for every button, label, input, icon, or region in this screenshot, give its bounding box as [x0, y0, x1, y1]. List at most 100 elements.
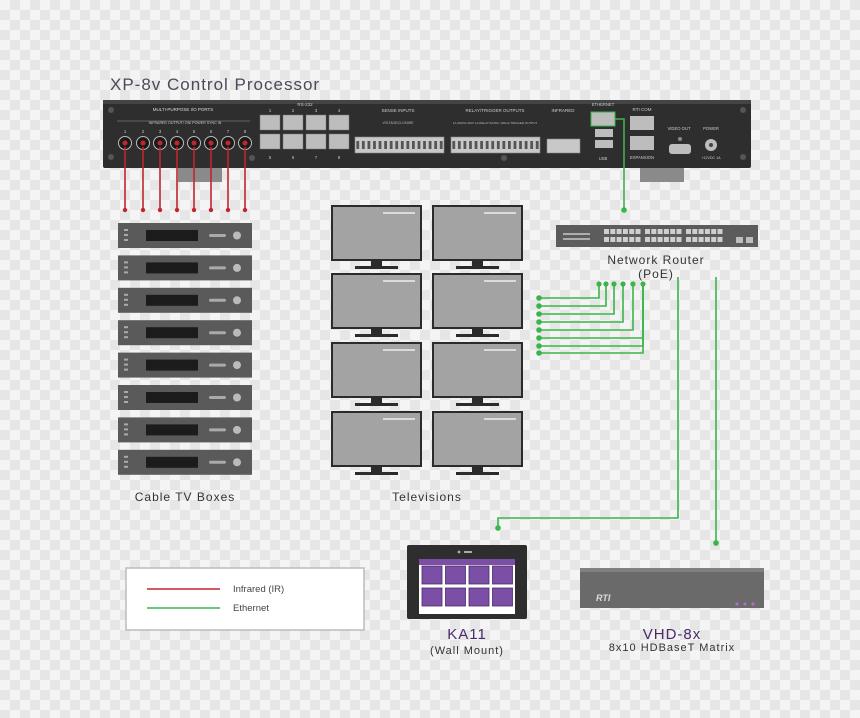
router-port	[686, 237, 691, 242]
ka11-keys	[421, 565, 513, 607]
io-jack-center	[208, 140, 214, 146]
televisions	[331, 205, 523, 475]
tv-ethernet-wire	[539, 284, 644, 354]
rs232-port	[328, 114, 350, 131]
terminal-slot	[378, 141, 382, 149]
usb-port-2	[595, 140, 613, 148]
xp8v-control-processor: MULTI-PURPOSE I/O PORTS INFRARED OUTPUT/…	[103, 100, 751, 182]
router-port	[670, 229, 676, 234]
io-port-number: 8	[244, 129, 247, 134]
ir-wire-end	[157, 207, 163, 213]
cable-box-led	[124, 229, 128, 231]
tv-stand	[355, 472, 398, 475]
ethernet-label: ETHERNET	[592, 102, 615, 107]
io-port-number: 7	[227, 129, 230, 134]
terminal-slot	[474, 141, 478, 149]
router-port	[610, 237, 616, 242]
io-ports-label: MULTI-PURPOSE I/O PORTS	[153, 107, 214, 112]
io-jack-center	[191, 140, 197, 146]
cable-box-display	[146, 327, 198, 339]
cable-box-led	[124, 293, 128, 296]
tv-ethernet-end	[536, 350, 542, 356]
tv-neck	[371, 329, 382, 334]
router-port	[686, 229, 691, 234]
rs232-port-number: 6	[292, 155, 295, 160]
tv-neck	[472, 329, 483, 334]
cable-box-led	[124, 271, 128, 274]
cable-box-led	[124, 239, 128, 241]
cable-box-led	[124, 363, 128, 366]
power-label: POWER	[703, 126, 719, 131]
router-port	[616, 237, 622, 242]
cable-box-led	[124, 358, 128, 361]
usb-label: USB	[599, 156, 608, 161]
usb-port-1	[595, 129, 613, 137]
cable-box-led	[124, 401, 128, 403]
rs232-label: RS-232	[297, 102, 313, 107]
rs232-port-number: 7	[315, 155, 318, 160]
cable-box-led	[124, 465, 128, 468]
cable-box-slot	[209, 234, 226, 237]
terminal-slot	[502, 141, 506, 149]
ir-wire-end	[225, 207, 231, 213]
cable-box-display	[146, 392, 198, 403]
ir-wire-end	[122, 207, 128, 213]
rs232-port	[259, 114, 281, 131]
terminal-slot	[485, 141, 489, 149]
terminal-slot	[423, 141, 426, 149]
tv-ethernet-end	[536, 295, 542, 301]
terminal-slot	[508, 141, 511, 149]
ir-wire-end	[208, 207, 214, 213]
rs232-port-number: 1	[269, 108, 272, 113]
terminal-slot	[389, 141, 393, 149]
io-port-number: 2	[142, 129, 145, 134]
router-port	[717, 229, 723, 234]
cable-box-knob	[233, 231, 241, 240]
terminal-slot	[491, 141, 495, 149]
rs232-port	[328, 133, 350, 150]
ethernet-wires	[495, 118, 719, 546]
legend-ir-label: Infrared (IR)	[233, 584, 284, 595]
router-port	[698, 237, 704, 242]
network-router	[556, 225, 758, 247]
diagram-title: XP-8v Control Processor	[110, 75, 321, 94]
cable-box-led	[124, 234, 128, 236]
router-label: Network Router (PoE)	[607, 253, 705, 281]
relay-sub-label: 1A 30VDC MAX 1A RELAY/12VDC 100mA TRIGGE…	[453, 121, 538, 125]
router-port	[604, 229, 609, 234]
router-port	[692, 237, 698, 242]
cable-box-display	[146, 230, 198, 241]
legend-ethernet-label: Ethernet	[233, 603, 269, 614]
tv-ethernet-wire	[539, 284, 600, 299]
io-jack-center	[174, 140, 180, 146]
tv-ethernet-wire	[539, 284, 624, 323]
ka11-key	[492, 565, 513, 585]
rs232-port-number: 4	[338, 108, 341, 113]
tv-stand	[456, 403, 499, 406]
expansion-label: EXPANSION	[630, 155, 654, 160]
cable-box-led	[124, 261, 128, 264]
terminal-slot	[384, 141, 387, 149]
rti-com-port-1	[630, 116, 654, 130]
tv-stand	[456, 266, 499, 269]
terminal-slot	[356, 141, 360, 149]
io-port-number: 3	[159, 129, 162, 134]
rs232-port	[282, 114, 304, 131]
terminal-slot	[373, 141, 376, 149]
ka11-key	[492, 587, 513, 607]
ir-wire-end	[140, 207, 146, 213]
terminal-slot	[496, 141, 500, 149]
terminal-slot	[400, 141, 404, 149]
tv-screen	[434, 344, 521, 396]
tv-screen	[434, 207, 521, 259]
rs232-port	[259, 133, 281, 150]
cable-box-led	[124, 368, 128, 371]
io-jack-center	[242, 140, 248, 146]
cable-box-display	[146, 294, 198, 306]
cable-box-led	[124, 433, 128, 436]
sense-sub-label: VOLTAGE/CLOSURE	[383, 121, 414, 125]
router-port	[657, 229, 663, 234]
router-to-ka11-wire	[497, 277, 679, 528]
ka11-key	[421, 565, 443, 585]
